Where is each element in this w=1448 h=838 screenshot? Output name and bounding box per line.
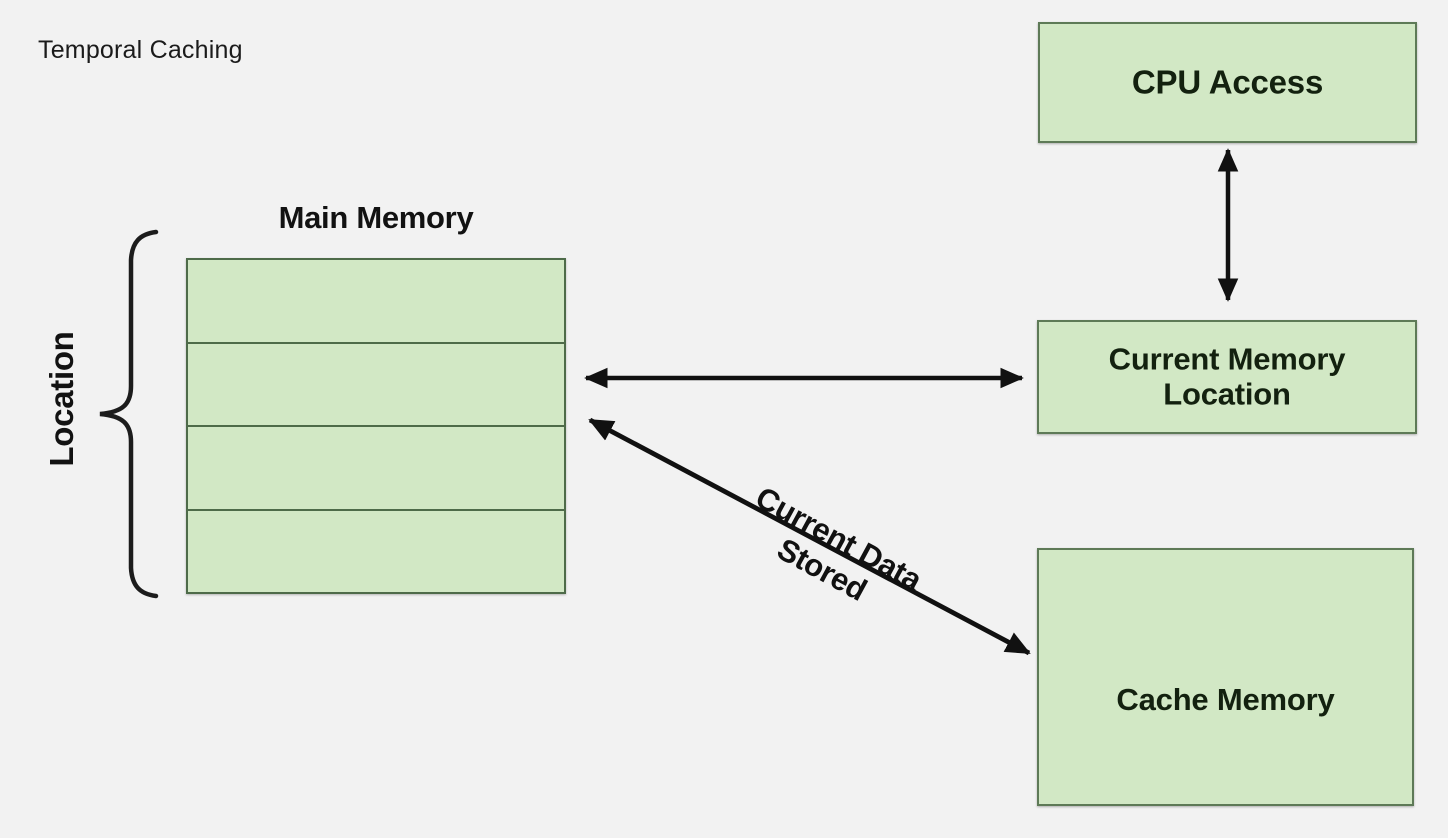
main-memory-title: Main Memory [278, 200, 474, 235]
location-brace-icon [99, 229, 159, 599]
location-label: Location [43, 331, 80, 467]
main-memory-row-1[interactable] [188, 260, 564, 344]
cpu-access-label: CPU Access [1131, 63, 1324, 101]
main-memory-row-4[interactable] [188, 511, 564, 593]
cpu-access-box[interactable]: CPU Access [1038, 22, 1417, 143]
main-memory-row-3[interactable] [188, 427, 564, 511]
cache-memory-label: Cache Memory [1116, 682, 1335, 717]
current-data-stored-label: Current Data Stored [749, 479, 928, 608]
main-memory-table [186, 258, 566, 594]
page-title: Temporal Caching [38, 36, 243, 64]
current-memory-location-label: Current Memory Location [1108, 341, 1346, 411]
main-memory-row-2[interactable] [188, 344, 564, 427]
cache-memory-box[interactable]: Cache Memory [1037, 548, 1414, 806]
current-memory-location-box[interactable]: Current Memory Location [1037, 320, 1417, 434]
